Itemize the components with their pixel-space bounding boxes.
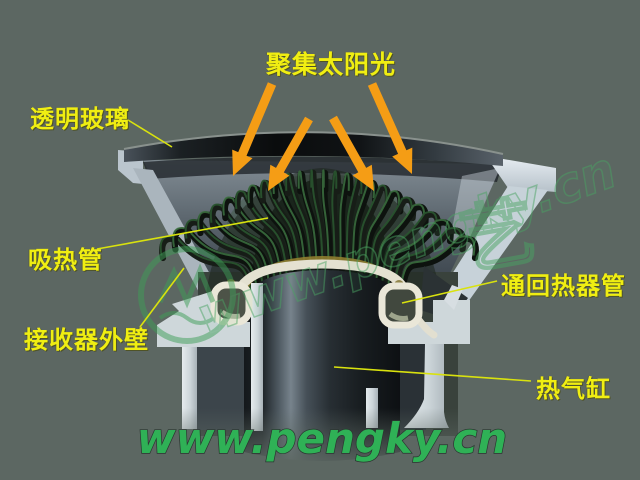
sunlight-arrow-icon — [232, 82, 277, 176]
site-watermark-text: www.pengky.cn — [137, 414, 507, 463]
absorber-tube-sheen — [321, 169, 330, 266]
absorber-tube — [330, 170, 341, 272]
absorber-tube — [344, 175, 366, 274]
left-ledge — [157, 290, 250, 347]
absorber-tube-sheen — [339, 172, 350, 267]
absorber-tube-label: 吸热管 — [28, 247, 103, 274]
receiver-outer-wall — [438, 186, 548, 302]
absorber-tube-sheen — [310, 169, 324, 266]
absorber-tube — [338, 172, 354, 273]
absorber-tube — [350, 179, 379, 275]
absorber-tube-sheen — [331, 170, 338, 266]
absorber-tube — [368, 196, 417, 281]
logo-wave-glyph — [158, 311, 216, 325]
absorber-tube-sheen — [393, 227, 463, 287]
absorber-tube — [297, 170, 322, 272]
absorber-tube-sheen — [399, 235, 476, 290]
regenerator-tube-label: 通回热器管 — [501, 273, 626, 300]
absorber-tube-sheen — [297, 170, 318, 266]
sunlight-arrow-icon — [268, 116, 313, 191]
sunlight-arrow-icon — [367, 82, 413, 174]
regenerator-leader-line — [401, 280, 498, 304]
right-flange — [486, 156, 556, 192]
receiver-wall-leader-line — [139, 267, 185, 328]
absorber-tube-sheen — [375, 203, 426, 279]
absorber-tube-sheen — [285, 172, 312, 267]
pengky-logo-ring — [138, 246, 236, 344]
absorber-tube — [362, 190, 404, 279]
absorber-leader-line — [96, 217, 269, 250]
sunlight-arrows — [232, 82, 413, 191]
bowl-highlight — [450, 168, 500, 242]
watermark-glyph: 艺 — [454, 189, 541, 284]
right-ledge — [388, 300, 470, 344]
sunlight-arrow-icon — [329, 115, 374, 191]
support-column-left — [251, 283, 263, 431]
glass-top-highlight — [123, 131, 504, 155]
absorber-tube — [356, 184, 392, 277]
absorber-tube-sheen — [260, 179, 300, 270]
ring-right-highlight — [388, 311, 409, 321]
absorber-tubes — [159, 169, 479, 296]
absorber-tube-sheen — [209, 203, 276, 279]
glass-leader-line — [127, 119, 173, 148]
receiver-wall-label: 接收器外壁 — [24, 327, 149, 354]
absorber-tube-sheen — [369, 196, 413, 276]
absorber-tube-sheen — [357, 184, 388, 272]
cylinder-leader-line — [333, 366, 532, 382]
support-leg-right — [404, 344, 449, 428]
absorber-tube-sheen — [351, 179, 375, 270]
hot-cylinder-label: 热气缸 — [536, 376, 611, 403]
glass-label: 透明玻璃 — [30, 106, 130, 133]
logo-mountain-glyph — [157, 263, 216, 309]
sunlight-label: 聚集太阳光 — [266, 51, 397, 79]
absorber-tube-sheen — [387, 218, 451, 284]
right-bracket — [444, 285, 463, 310]
absorber-tube-sheen — [184, 218, 264, 284]
absorber-tube-sheen — [363, 190, 401, 274]
bottom-fade — [100, 408, 570, 480]
absorber-tube-sheen — [172, 227, 258, 287]
absorber-tube-sheen — [381, 211, 438, 281]
leader-lines — [96, 119, 532, 382]
